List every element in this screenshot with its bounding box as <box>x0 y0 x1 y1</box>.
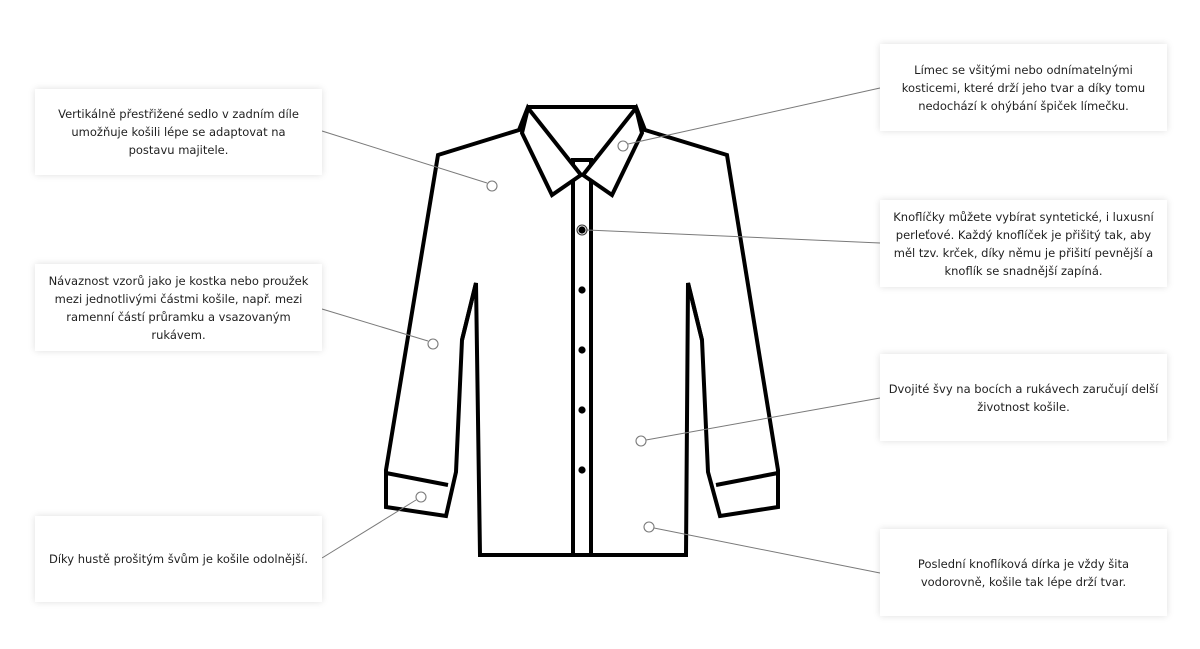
marker-seams <box>415 491 427 503</box>
left-sleeve-inner-edge <box>460 282 478 341</box>
callout-double-seams: Dvojité švy na bocích a rukávech zaručuj… <box>880 354 1167 441</box>
leader-line-seams <box>321 499 417 559</box>
callout-buttons: Knoflíčky můžete vybírat syntetické, i l… <box>880 200 1167 287</box>
right-sleeve-inner-edge <box>686 282 704 341</box>
leader-line-last-buttonhole <box>653 527 881 574</box>
button <box>578 226 586 234</box>
callout-pattern-matching: Návaznost vzorů jako je kostka nebo prou… <box>35 264 322 351</box>
marker-pattern <box>427 338 439 350</box>
markers <box>415 140 655 533</box>
callout-collar: Límec se všitými nebo odnímatelnými kost… <box>880 44 1167 131</box>
callout-last-buttonhole-text: Poslední knoflíková dírka je vždy šita v… <box>917 556 1130 589</box>
marker-double-seams <box>635 435 647 447</box>
button <box>578 286 586 294</box>
callout-last-buttonhole: Poslední knoflíková dírka je vždy šita v… <box>880 529 1167 616</box>
right-cuff-seam <box>715 471 779 487</box>
callout-double-seams-text: Dvojité švy na bocích a rukávech zaručuj… <box>888 381 1159 414</box>
callout-collar-text: Límec se všitými nebo odnímatelnými kost… <box>901 62 1146 113</box>
leader-line-yoke <box>321 130 488 184</box>
callout-seams: Díky hustě prošitým švům je košile odoln… <box>35 516 322 602</box>
leader-line-pattern <box>321 308 429 342</box>
callout-yoke-text: Vertikálně přestřižené sedlo v zadním dí… <box>58 107 299 157</box>
left-cuff-seam <box>385 471 449 487</box>
leader-lines <box>321 87 881 574</box>
button <box>578 346 586 354</box>
callout-yoke: Vertikálně přestřižené sedlo v zadním dí… <box>35 89 322 175</box>
marker-last-buttonhole <box>643 521 655 533</box>
shirt-buttons <box>578 226 586 474</box>
button <box>578 466 586 474</box>
collar-left <box>519 103 584 198</box>
button <box>578 406 586 414</box>
button-placket <box>571 158 593 557</box>
leader-line-collar <box>627 87 881 145</box>
callout-seams-text: Díky hustě prošitým švům je košile odoln… <box>49 552 308 566</box>
marker-collar <box>617 140 629 152</box>
leader-line-buttons <box>586 229 881 244</box>
marker-buttons <box>576 224 588 236</box>
marker-yoke <box>486 180 498 192</box>
callout-pattern-text: Návaznost vzorů jako je kostka nebo prou… <box>48 273 309 342</box>
callout-buttons-text: Knoflíčky můžete vybírat syntetické, i l… <box>893 209 1154 278</box>
shirt-illustration <box>384 103 780 557</box>
collar-right <box>580 103 645 198</box>
leader-line-double-seams <box>645 397 881 441</box>
